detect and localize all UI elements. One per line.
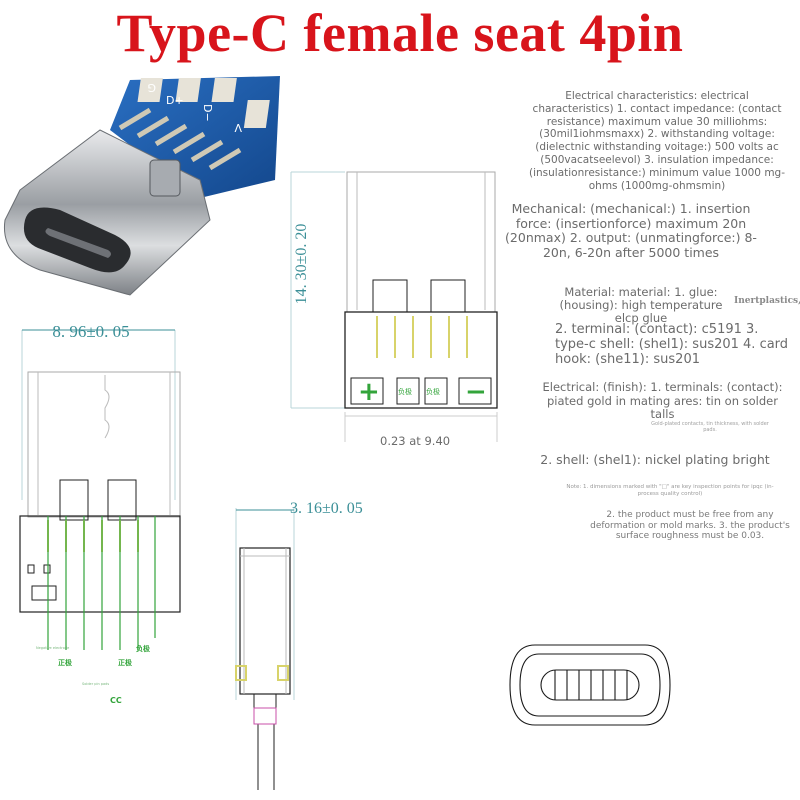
latch-left — [59, 479, 89, 521]
spec-material-side: Inertplastics, — [734, 296, 800, 306]
spec-finish: Electrical: (finish): 1. terminals: (con… — [542, 380, 783, 421]
front-view-drawing: + − 负极 负极 — [290, 171, 498, 442]
pad-plus — [350, 377, 384, 405]
small-label-left: Negative electrode — [36, 646, 70, 650]
height-dimension: 14. 30±0. 20 — [293, 223, 310, 305]
housing-window-a — [27, 564, 35, 574]
front-latch-left — [372, 279, 408, 313]
connector-photo: G D+ D− V — [3, 76, 280, 296]
shell-center-line — [104, 375, 110, 439]
pitch-dimension: 0.23 at 9.40 — [380, 434, 451, 448]
spec-terminal: 2. terminal: (contact): c5191 3. type-c … — [555, 322, 789, 367]
pad-dplus — [396, 377, 420, 405]
pcb-label-v: V — [234, 121, 242, 134]
pcb-label-dminus: D− — [201, 104, 214, 122]
label-negative: 负极 — [136, 645, 150, 653]
page-title: Type-C female seat 4pin — [116, 3, 684, 63]
thickness-tail — [253, 693, 277, 725]
mating-face-drawing — [509, 644, 671, 726]
small-label-mid: Solder pin pads — [82, 682, 110, 686]
shell-clip-left — [149, 159, 181, 197]
thickness-dimension: 3. 16±0. 05 — [290, 500, 363, 517]
front-shell — [346, 171, 496, 313]
spec-note: Note: 1. dimensions marked with "□" are … — [566, 484, 774, 497]
shell-body — [27, 371, 181, 518]
housing-window-b — [43, 564, 51, 574]
spec-note-2: 2. the product must be free from any def… — [590, 510, 790, 541]
pad-dminus — [424, 377, 448, 405]
thickness-body — [239, 547, 291, 695]
pcb-pad-g — [137, 78, 163, 102]
front-pins — [376, 316, 468, 358]
spec-finish-small: Gold-plated contacts, tin thickness, wit… — [651, 421, 769, 433]
minus-symbol: − — [465, 377, 487, 407]
label-positive-right: 正极 — [118, 659, 132, 667]
latch-right — [107, 479, 137, 521]
spec-electrical: Electrical characteristics: electrical c… — [529, 90, 785, 192]
label-cc: CC — [110, 696, 122, 705]
pad-minus — [458, 377, 492, 405]
pcb-pad-dplus — [175, 78, 201, 102]
pad-label-b: 负极 — [426, 387, 440, 396]
front-housing — [344, 311, 498, 409]
housing — [19, 515, 181, 613]
photo-pins — [118, 107, 242, 171]
plus-symbol: + — [358, 377, 380, 407]
label-positive-left: 正极 — [58, 659, 72, 667]
usb-tongue — [45, 228, 111, 258]
pcb-pad-v — [243, 100, 270, 128]
pcb-pad-dminus — [211, 78, 237, 102]
thickness-drawing — [235, 508, 295, 790]
pcb-label-dplus: D+ — [166, 94, 184, 107]
width-dimension: 8. 96±0. 05 — [52, 322, 130, 341]
side-view-drawing — [19, 329, 181, 650]
side-pins — [47, 520, 139, 552]
housing-window-c — [31, 585, 57, 601]
pad-label-a: 负极 — [398, 387, 412, 396]
spec-shell: 2. shell: (shel1): nickel plating bright — [540, 452, 770, 467]
pin-lead-lines — [47, 516, 156, 650]
pcb-label-g: G — [147, 81, 156, 94]
front-latch-right — [430, 279, 466, 313]
spec-material: Material: material: 1. glue: (housing): … — [559, 285, 723, 325]
spec-mechanical: Mechanical: (mechanical:) 1. insertion f… — [505, 201, 757, 260]
